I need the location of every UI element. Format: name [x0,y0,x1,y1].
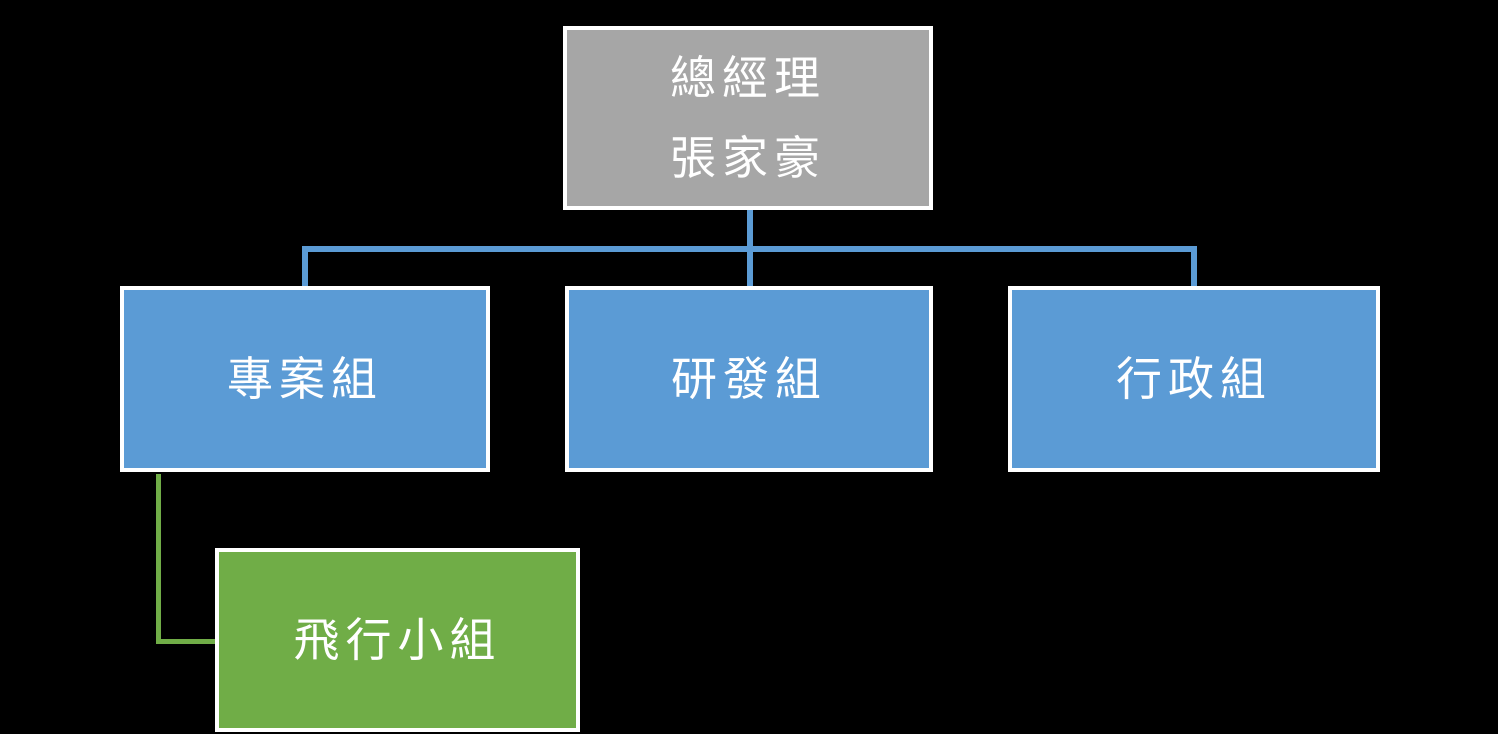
node-flight-team-label: 飛行小組 [293,613,502,667]
node-project-team-label: 專案組 [227,352,383,406]
node-general-manager: 總經理 張家豪 [563,26,933,210]
connector-horizontal-rail [302,246,1197,252]
connector-flight-team-horizontal [156,639,217,644]
node-rd-team: 研發組 [565,286,933,472]
connector-drop-admin-team [1191,246,1197,290]
node-admin-team: 行政組 [1008,286,1380,472]
node-general-manager-name: 張家豪 [670,131,826,185]
node-project-team: 專案組 [120,286,490,472]
connector-flight-team-vertical [156,474,161,644]
node-general-manager-title: 總經理 [670,51,826,105]
node-flight-team: 飛行小組 [215,548,580,732]
connector-drop-project-team [302,246,308,290]
node-rd-team-label: 研發組 [671,352,827,406]
node-admin-team-label: 行政組 [1116,352,1272,406]
